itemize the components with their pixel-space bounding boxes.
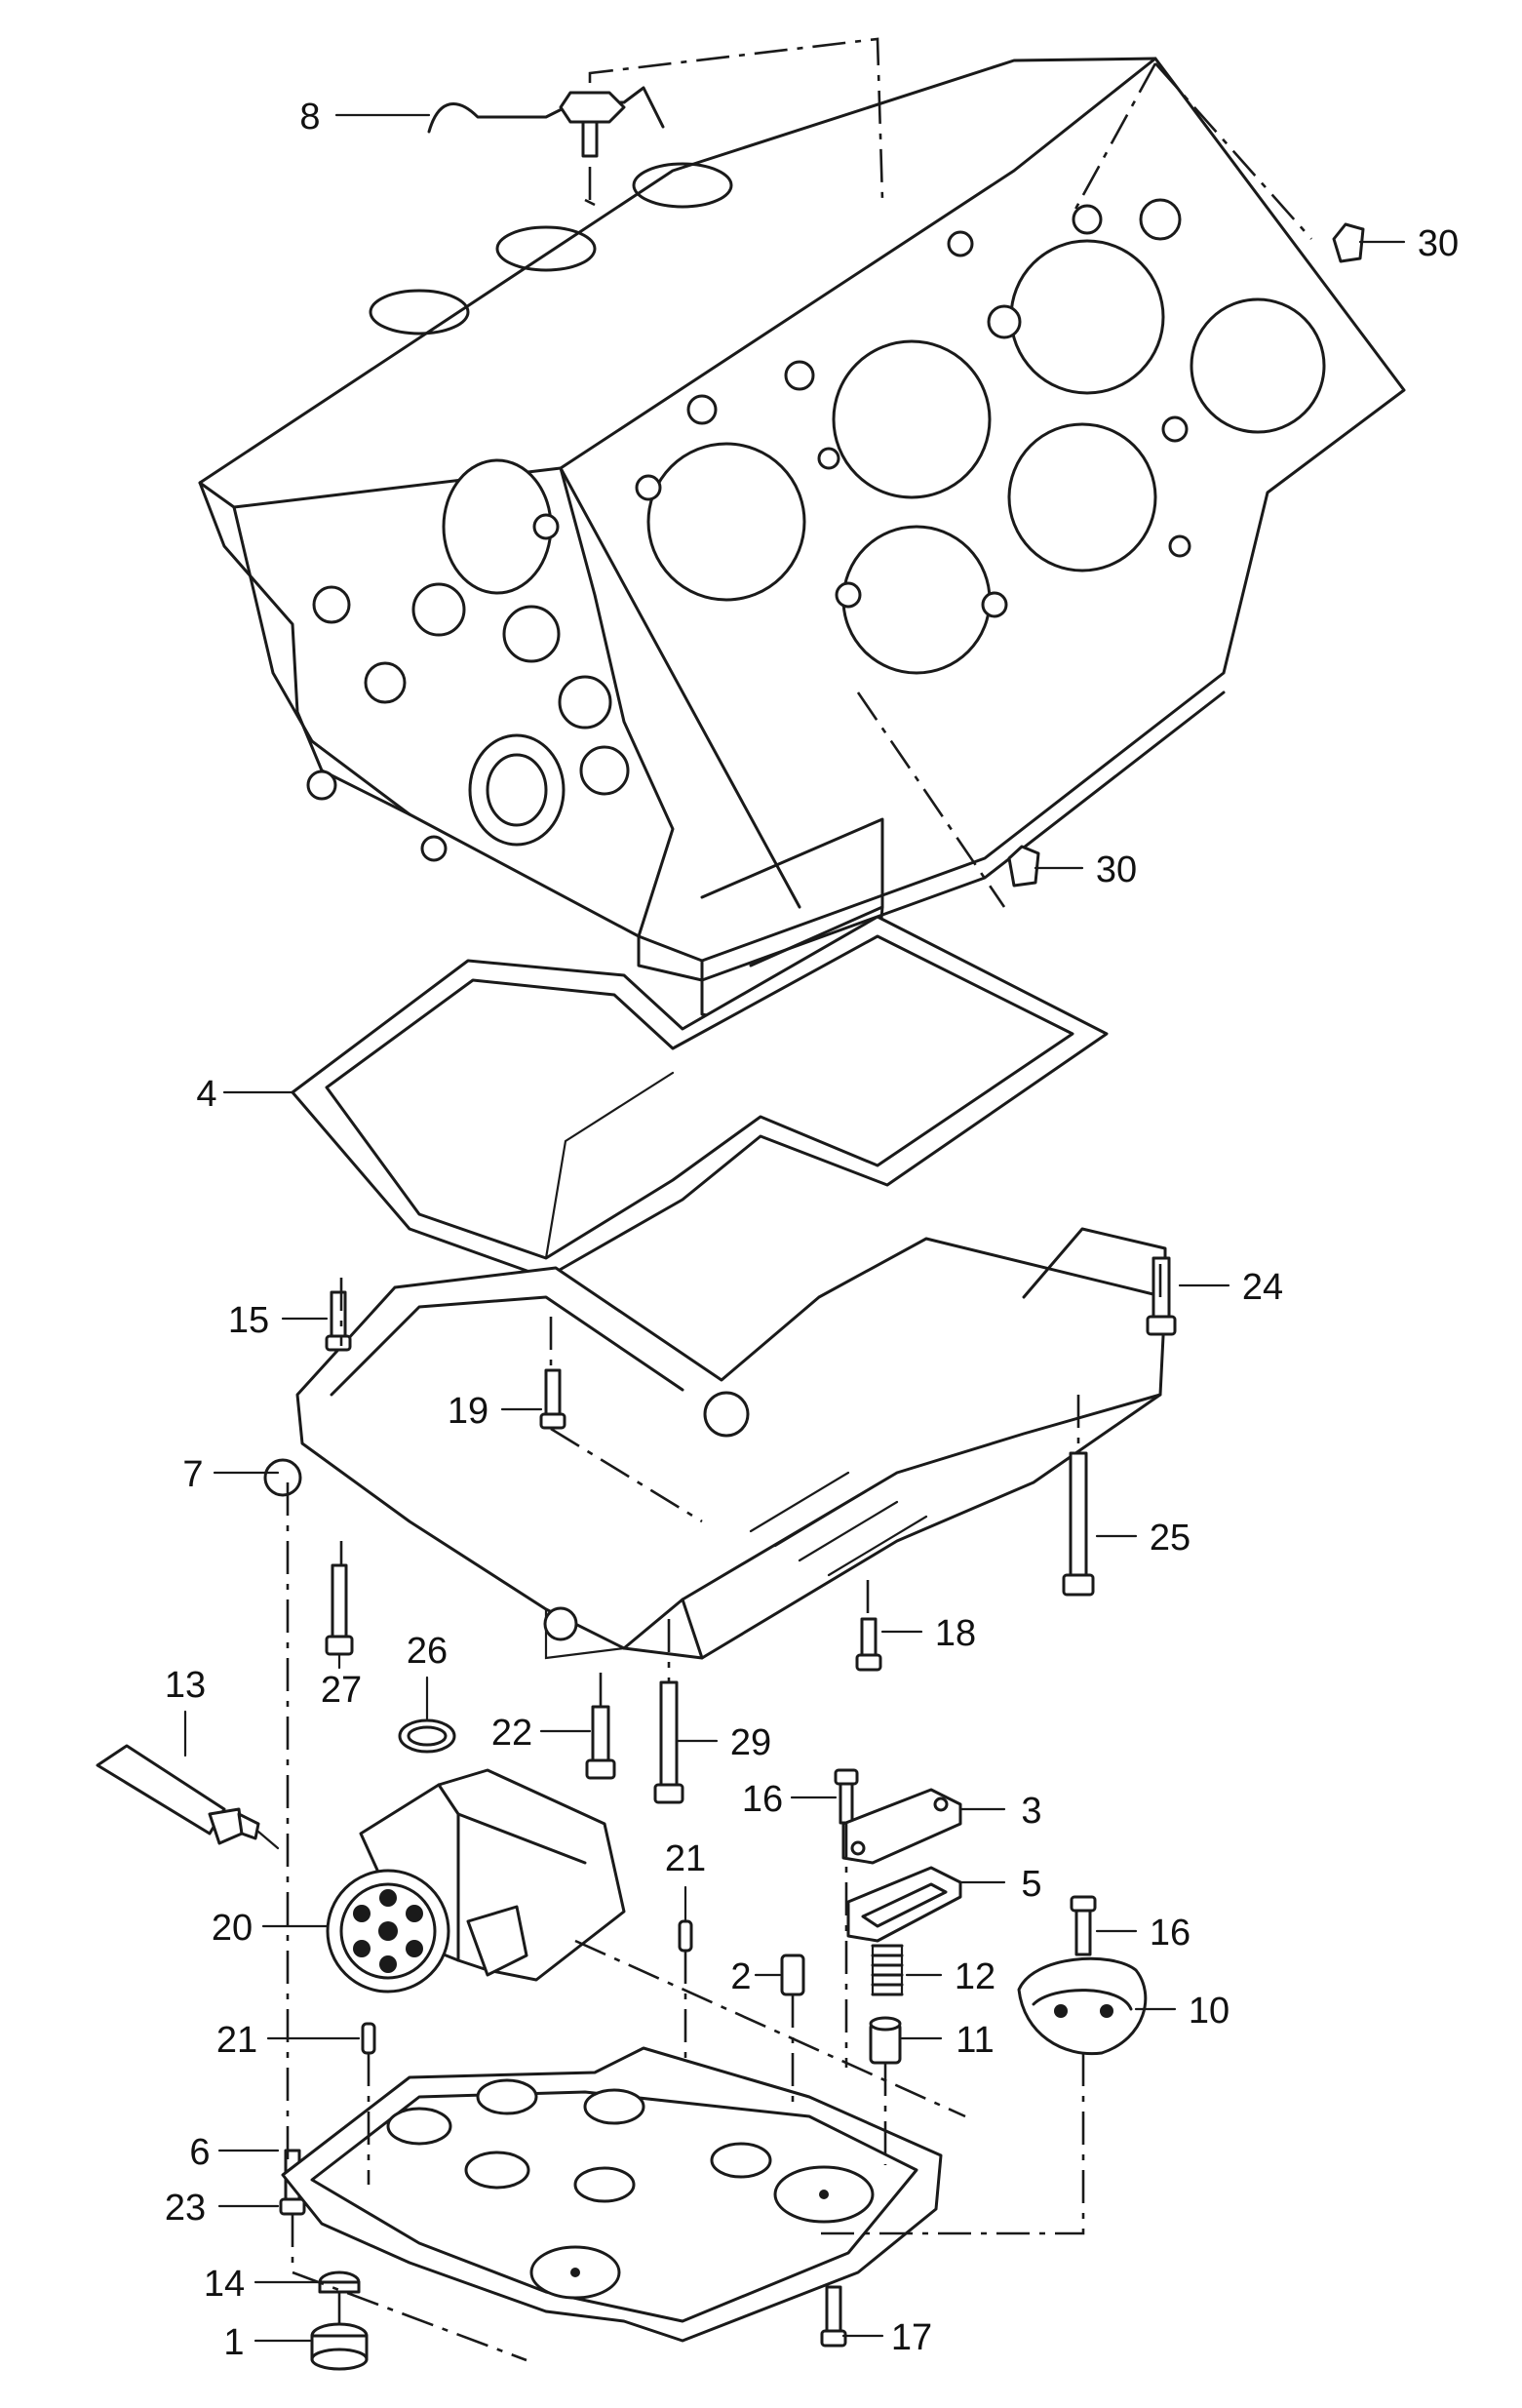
callout-14: 14 <box>204 2264 245 2305</box>
part-7-upper-oil-pan <box>263 1227 1167 1660</box>
callout-21-lower: 21 <box>216 2020 257 2061</box>
part-16-bolt-upper <box>834 1768 859 1825</box>
part-30-dowel-sleeve-upper <box>1332 222 1365 263</box>
part-13-sealant-tube <box>96 1744 280 1850</box>
callout-20: 20 <box>212 1908 253 1949</box>
part-22-bolt <box>585 1705 616 1780</box>
callout-19: 19 <box>448 1391 488 1432</box>
callout-4: 4 <box>196 1074 216 1115</box>
callout-26: 26 <box>407 1631 448 1672</box>
callout-1: 1 <box>223 2322 244 2363</box>
assembly-guide-lines-lower <box>286 1258 1162 2362</box>
callout-16-upper: 16 <box>742 1779 783 1820</box>
part-18-bolt <box>855 1617 882 1672</box>
part-5-gasket <box>846 1866 962 1943</box>
callout-11: 11 <box>956 2020 994 2061</box>
part-17-bolt <box>820 2285 847 2348</box>
callout-15: 15 <box>228 1300 269 1341</box>
part-4-gasket <box>291 915 1109 1280</box>
part-27-bolt <box>325 1563 354 1656</box>
part-6-lower-oil-pan <box>281 2046 943 2343</box>
callout-16-lower: 16 <box>1150 1913 1190 1954</box>
callout-6: 6 <box>189 2132 210 2173</box>
part-30-dowel-sleeve-lower <box>1007 845 1040 888</box>
callout-10: 10 <box>1189 1991 1229 2032</box>
part-14-seal-washer <box>318 2270 361 2294</box>
callout-22: 22 <box>491 1713 532 1754</box>
part-2-plug <box>780 1954 805 1996</box>
callout-30-lower: 30 <box>1096 849 1137 890</box>
engine-block <box>198 57 1406 1026</box>
part-3-cover <box>841 1788 962 1865</box>
part-26-seal-ring <box>398 1718 456 1754</box>
callout-3: 3 <box>1021 1791 1041 1832</box>
callout-21-upper: 21 <box>665 1838 706 1879</box>
callout-2: 2 <box>730 1956 751 1997</box>
part-8-breather-pipe <box>427 86 665 158</box>
callout-18: 18 <box>935 1613 976 1654</box>
callout-27: 27 <box>321 1670 362 1711</box>
part-12-spring <box>871 1944 904 1996</box>
callout-24: 24 <box>1242 1267 1283 1308</box>
callout-leader-lines <box>183 113 1406 2343</box>
callout-5: 5 <box>1021 1864 1041 1905</box>
callout-29: 29 <box>730 1722 771 1763</box>
part-11-piston <box>869 2016 902 2065</box>
callout-17: 17 <box>891 2317 932 2358</box>
part-16-bolt-lower <box>1070 1895 1097 1956</box>
callout-13: 13 <box>165 1665 206 1706</box>
part-20-oil-pump <box>326 1768 626 1994</box>
callout-30-upper: 30 <box>1418 223 1459 264</box>
part-21-dowel-pin-upper <box>678 1919 693 1953</box>
callout-7: 7 <box>182 1454 203 1495</box>
part-21-dowel-pin-lower <box>361 2022 376 2055</box>
callout-25: 25 <box>1150 1518 1190 1559</box>
part-1-drain-plug <box>310 2322 369 2371</box>
part-15-bolt <box>325 1290 352 1352</box>
part-19-bolt <box>539 1368 566 1430</box>
part-10-oil-strainer <box>1017 1956 1148 2056</box>
part-25-bolt <box>1062 1451 1095 1597</box>
part-29-bolt <box>653 1680 684 1804</box>
callout-labels: 8 30 30 4 24 15 19 7 25 18 26 27 13 22 2… <box>165 97 1459 2363</box>
callout-8: 8 <box>299 97 320 138</box>
callout-12: 12 <box>955 1956 995 1997</box>
callout-23: 23 <box>165 2188 206 2229</box>
